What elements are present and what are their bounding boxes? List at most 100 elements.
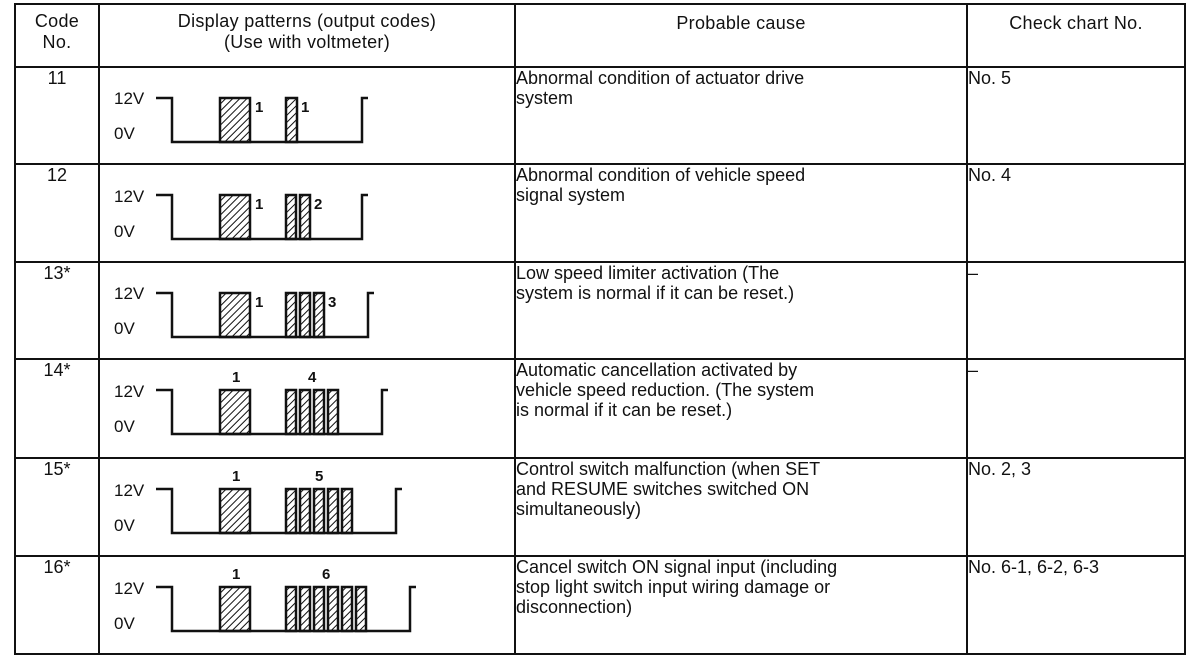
tens-count-label: 1 — [232, 369, 240, 386]
code-number: 16* — [14, 555, 100, 655]
cause-line: vehicle speed reduction. (The system — [516, 380, 815, 401]
code-number: 15* — [14, 456, 100, 558]
tens-count-label: 1 — [255, 294, 263, 311]
units-pulse — [298, 291, 312, 339]
units-pulse — [284, 96, 299, 144]
units-pulse — [284, 194, 298, 241]
units-count-label: 4 — [308, 369, 317, 386]
cause-line: and RESUME switches switched ON — [516, 478, 810, 499]
waveform-baseline — [156, 194, 368, 241]
cause-line: disconnection) — [516, 597, 633, 618]
units-pulse — [298, 389, 312, 436]
units-count-label: 6 — [322, 566, 330, 583]
voltage-0v-label: 0V — [114, 221, 135, 241]
header-check-chart: Check chart No. — [966, 3, 1186, 68]
cause-line: Abnormal condition of vehicle speed — [516, 165, 806, 186]
check-chart-no: No. 6-1, 6-2, 6-3 — [966, 555, 1186, 655]
tens-count-label: 1 — [255, 196, 263, 213]
header-probable-cause: Probable cause — [514, 3, 968, 68]
header-code-line-2: No. — [42, 32, 72, 52]
header-row: Code No. Display patterns (output codes)… — [14, 3, 1186, 68]
units-pulse — [284, 389, 298, 436]
waveform-baseline — [156, 96, 368, 144]
code-number: 13* — [14, 260, 100, 361]
header-display-patterns: Display patterns (output codes) (Use wit… — [98, 3, 516, 68]
units-pulse — [354, 586, 368, 633]
units-pulse — [298, 487, 312, 535]
code-number: 14* — [14, 358, 100, 459]
units-pulse — [298, 586, 312, 633]
tens-pulse — [218, 389, 252, 436]
cause-line: Automatic cancellation activated by — [516, 360, 798, 381]
cause-line: Cancel switch ON signal input (including — [516, 557, 838, 578]
tens-pulse — [218, 487, 252, 535]
units-pulse — [312, 389, 326, 436]
cause-line: system — [516, 88, 574, 108]
waveform-baseline — [156, 291, 374, 339]
header-display-line-1: Display patterns (output codes) — [177, 11, 437, 31]
voltage-0v-label: 0V — [114, 515, 135, 535]
check-chart-no: No. 4 — [966, 163, 1186, 263]
check-chart-no: No. 5 — [966, 65, 1186, 166]
code-number: 11 — [14, 65, 100, 166]
waveform-baseline — [156, 487, 402, 535]
voltage-0v-label: 0V — [114, 613, 135, 633]
cause-line: Abnormal condition of actuator drive — [516, 68, 805, 88]
units-pulse — [284, 586, 298, 633]
units-pulse — [298, 194, 312, 241]
units-pulse — [326, 389, 340, 436]
units-pulse — [312, 291, 326, 339]
voltage-12v-label: 12V — [114, 382, 145, 401]
units-pulse — [340, 586, 354, 633]
units-count-label: 1 — [301, 99, 309, 116]
voltage-12v-label: 12V — [114, 284, 145, 304]
header-code-no: Code No. — [14, 3, 100, 68]
units-count-label: 3 — [328, 294, 336, 311]
units-pulse — [284, 487, 298, 535]
cause-line: is normal if it can be reset.) — [516, 400, 733, 421]
cause-line: simultaneously) — [516, 498, 642, 519]
voltage-12v-label: 12V — [114, 186, 145, 206]
units-pulse — [284, 291, 298, 339]
units-pulse — [312, 586, 326, 633]
cause-line: signal system — [516, 185, 626, 206]
voltage-0v-label: 0V — [114, 319, 135, 339]
voltage-0v-label: 0V — [114, 417, 135, 437]
units-pulse — [326, 487, 340, 535]
header-display-line-2: (Use with voltmeter) — [223, 32, 391, 52]
check-chart-no: – — [966, 358, 1186, 459]
units-pulse — [326, 586, 340, 633]
tens-pulse — [218, 586, 252, 633]
voltage-12v-label: 12V — [114, 480, 145, 500]
check-chart-no: – — [966, 260, 1186, 361]
units-pulse — [312, 487, 326, 535]
units-pulse — [340, 487, 354, 535]
waveform-baseline — [156, 389, 388, 436]
units-count-label: 2 — [314, 196, 322, 213]
cause-line: Control switch malfunction (when SET — [516, 458, 821, 479]
tens-pulse — [218, 96, 252, 144]
tens-pulse — [218, 291, 252, 339]
voltage-0v-label: 0V — [114, 124, 135, 144]
voltage-12v-label: 12V — [114, 578, 145, 598]
